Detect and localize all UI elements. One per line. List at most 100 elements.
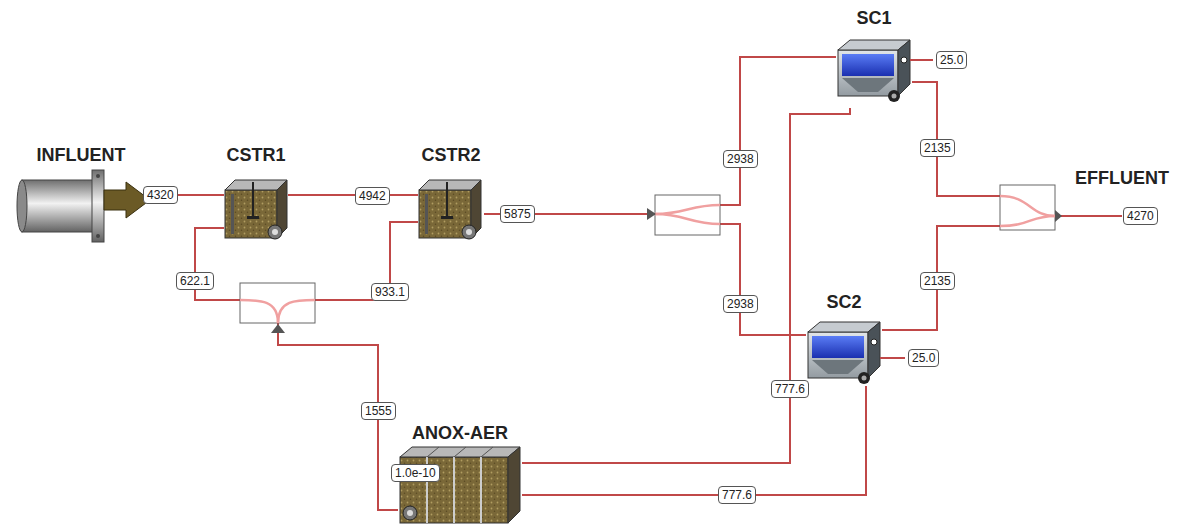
flow-line bbox=[484, 214, 806, 335]
clarifier-tank bbox=[868, 322, 880, 378]
reactor-node: CSTR1 bbox=[224, 145, 288, 242]
flow-value: 777.6 bbox=[718, 486, 756, 504]
value-box: 1555 bbox=[361, 402, 396, 420]
influent-pipe bbox=[96, 174, 100, 178]
reactor-node: CSTR2 bbox=[418, 145, 484, 242]
plug-flow-tank bbox=[481, 447, 493, 457]
clarifier-tank bbox=[892, 94, 897, 99]
value-box: 4270 bbox=[1123, 207, 1158, 225]
sink-node: EFFLUENT bbox=[1062, 168, 1182, 222]
influent-pipe bbox=[17, 180, 27, 232]
flow-value: 2938 bbox=[723, 150, 758, 168]
clarifier-tank bbox=[808, 322, 880, 384]
source-node: INFLUENT bbox=[10, 145, 152, 242]
flow-value: 933.1 bbox=[371, 283, 409, 301]
flow-value: 4942 bbox=[355, 187, 390, 205]
unit-name: CSTR2 bbox=[418, 145, 484, 165]
flow-splitter bbox=[240, 283, 315, 333]
unit-name: INFLUENT bbox=[10, 145, 152, 165]
value-box: 5875 bbox=[500, 205, 535, 223]
flow-mixer bbox=[1000, 185, 1055, 230]
unit-name: CSTR1 bbox=[224, 145, 288, 165]
flow-mixer bbox=[1055, 210, 1062, 222]
clarifier-tank bbox=[842, 54, 894, 76]
clarifier-tank bbox=[838, 40, 910, 102]
flow-mixer bbox=[1062, 215, 1122, 217]
clarifier-node: SC2 bbox=[806, 292, 882, 386]
clarifier-tank bbox=[812, 336, 864, 358]
cstr-tank bbox=[462, 225, 476, 239]
plug-flow-tank bbox=[400, 447, 520, 457]
leader-line bbox=[880, 357, 905, 359]
clarifier-tank bbox=[862, 376, 867, 381]
cstr-tank bbox=[231, 194, 234, 234]
clarifier-node: SC1 bbox=[836, 8, 912, 108]
influent-pipe bbox=[96, 234, 100, 238]
plug-flow-tank bbox=[454, 447, 466, 457]
cstr-tank bbox=[268, 225, 282, 239]
flow-splitter bbox=[655, 195, 720, 235]
cstr-tank bbox=[252, 182, 254, 218]
clarifier-tank bbox=[808, 332, 868, 378]
influent-pipe bbox=[17, 170, 150, 242]
plug-flow-tank bbox=[400, 447, 520, 523]
plug-flow-tank bbox=[407, 510, 413, 516]
flow-line bbox=[195, 228, 398, 510]
cstr-tank bbox=[441, 216, 453, 219]
unit-name: EFFLUENT bbox=[1062, 168, 1182, 188]
clarifier-tank bbox=[898, 40, 910, 96]
cstr-tank bbox=[272, 229, 278, 235]
flow-line bbox=[522, 108, 850, 463]
cstr-tank bbox=[466, 229, 472, 235]
flow-mixer bbox=[1000, 185, 1122, 230]
value-box: 25.0 bbox=[936, 51, 967, 69]
clarifier-tank bbox=[871, 339, 877, 345]
cstr-tank bbox=[419, 180, 481, 239]
flow-value: 777.6 bbox=[771, 380, 809, 398]
unit-name: SC1 bbox=[836, 8, 912, 28]
flow-splitter bbox=[240, 283, 315, 323]
cstr-tank bbox=[425, 194, 428, 234]
value-box: 25.0 bbox=[908, 349, 939, 367]
clarifier-tank bbox=[842, 78, 894, 92]
plug-flow-tank bbox=[427, 447, 439, 457]
flow-splitter bbox=[655, 205, 720, 214]
clarifier-tank bbox=[838, 50, 898, 96]
cstr-tank bbox=[225, 180, 287, 190]
flow-line bbox=[288, 194, 418, 196]
plug-flow-tank bbox=[403, 506, 417, 520]
clarifier-tank bbox=[901, 57, 907, 63]
clarifier-tank bbox=[858, 372, 870, 384]
influent-pipe bbox=[92, 170, 104, 242]
flow-splitter bbox=[240, 300, 278, 323]
unit-name: ANOX-AER bbox=[398, 423, 522, 443]
flow-line bbox=[882, 216, 1062, 330]
flow-splitter bbox=[271, 324, 285, 333]
unit-name: SC2 bbox=[806, 292, 882, 312]
plug-flow-tank bbox=[508, 447, 520, 523]
flow-value: 2938 bbox=[723, 295, 758, 313]
value-box: 1.0e-10 bbox=[391, 464, 440, 482]
flow-mixer bbox=[1000, 196, 1055, 216]
flow-splitter bbox=[647, 208, 656, 220]
flow-mixer bbox=[1000, 216, 1055, 226]
clarifier-tank bbox=[888, 90, 900, 102]
plug-flow-tank bbox=[453, 457, 455, 523]
leader-line bbox=[910, 59, 933, 61]
leader-line bbox=[880, 60, 933, 358]
cstr-tank bbox=[446, 182, 448, 218]
cstr-tank bbox=[247, 216, 259, 219]
plug-flow-tank bbox=[480, 457, 482, 523]
flow-value: 622.1 bbox=[176, 272, 214, 290]
cstr-tank bbox=[225, 180, 287, 239]
flow-splitter bbox=[655, 214, 720, 224]
flow-line bbox=[522, 386, 866, 495]
flow-line bbox=[484, 57, 836, 214]
flow-splitter bbox=[647, 195, 720, 235]
flow-value: 4320 bbox=[143, 186, 178, 204]
cstr-tank bbox=[419, 180, 481, 190]
flow-value: 2135 bbox=[920, 272, 955, 290]
